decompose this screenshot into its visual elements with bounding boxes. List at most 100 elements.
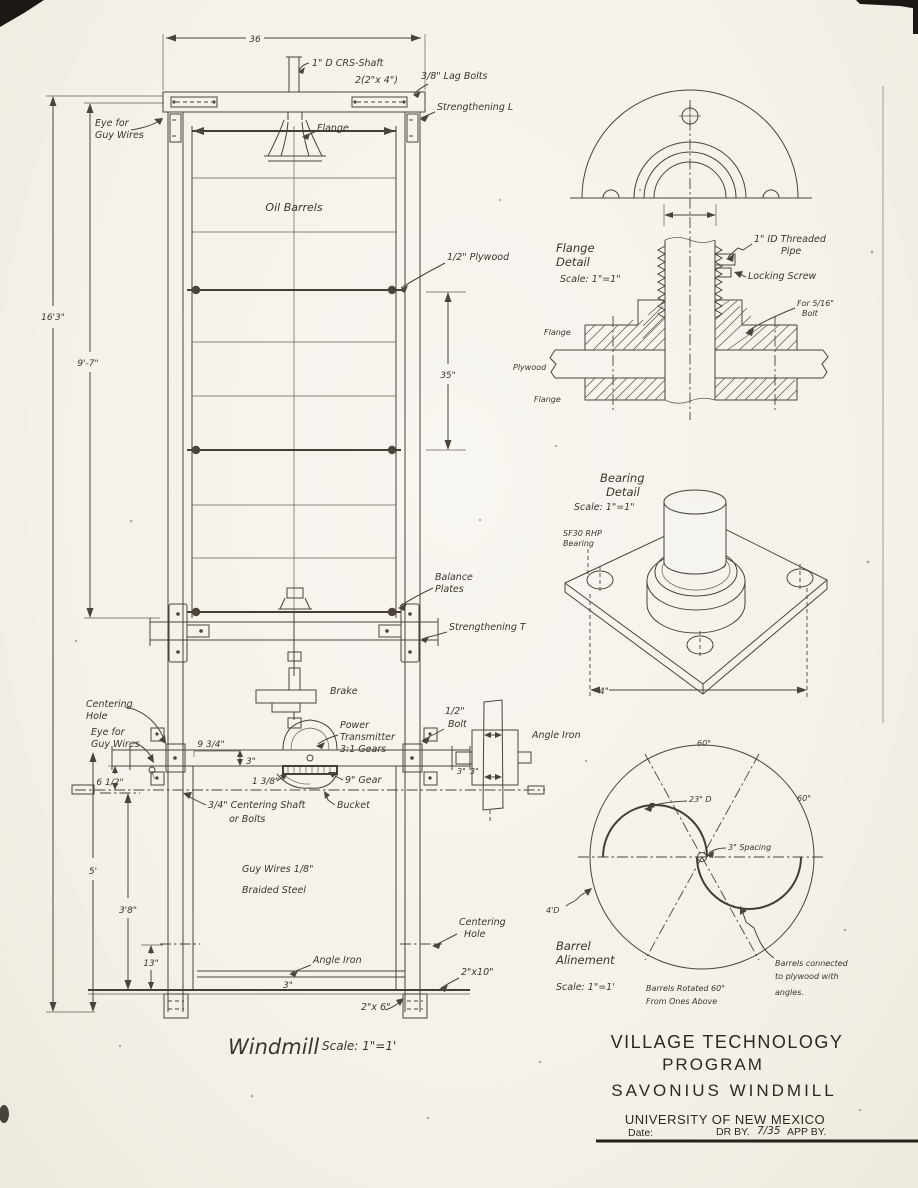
leader-strengthening-l xyxy=(420,111,436,119)
label-locking-screw: Locking Screw xyxy=(748,271,817,282)
label-3-spacing: 3" Spacing xyxy=(728,843,771,852)
label-guy-wires-1: Guy Wires 1/8" xyxy=(242,864,313,875)
note-rotated-1: Barrels Rotated 60° xyxy=(646,984,725,993)
label-eye-guy-top-2: Guy Wires xyxy=(95,130,144,141)
label-9-gear: 9" Gear xyxy=(345,775,382,786)
dim-13-label: 13" xyxy=(143,959,159,969)
label-sf30rhp: SF30 RHP xyxy=(563,529,602,538)
dim-9-7-label: 9'-7" xyxy=(77,359,98,369)
label-centering-hole-r1: Centering xyxy=(459,917,506,928)
label-flange-top: Flange xyxy=(317,123,349,134)
note-connected-2: to plywood with xyxy=(775,972,839,981)
label-balance-2: Plates xyxy=(435,584,464,595)
windmill-elevation: 36 1" D CRS-Shaft 2(2"x 4") 3/8" Lag Bol… xyxy=(41,34,581,1059)
label-crs-shaft: 1" D CRS-Shaft xyxy=(312,58,385,69)
barrel-alinement: 60° 60° 23" D 3" Spacing 4'D Barrel Alin… xyxy=(546,739,849,1006)
label-section-flange-top: Flange xyxy=(544,328,571,337)
dim-16-3: 16'3" xyxy=(41,95,163,1013)
leader-two-by-ten xyxy=(440,977,460,989)
leader-lag-bolts xyxy=(413,83,429,95)
leader-half-bolt xyxy=(422,728,445,741)
dim-3-8: 3'8" xyxy=(119,793,137,990)
angle-60-top: 60° xyxy=(697,739,711,748)
top-flange xyxy=(264,112,326,162)
paper-speckles xyxy=(74,188,874,1120)
windmill-scale: Scale: 1"=1' xyxy=(322,1039,396,1053)
label-two-by-ten: 2"x10" xyxy=(461,967,494,978)
eye-plates-top xyxy=(169,113,419,143)
leader-centering-hole xyxy=(124,706,166,742)
bearing-scale: Scale: 1"=1" xyxy=(574,502,635,513)
leader-threaded-pipe xyxy=(727,243,753,258)
drawn-by-signature: 7/35 xyxy=(757,1125,781,1137)
approved-by-label: APP BY. xyxy=(787,1126,826,1138)
dim-1-38: 1 3/8" xyxy=(252,777,279,787)
gear-and-bucket xyxy=(276,754,338,789)
dim-16-3-label: 16'3" xyxy=(41,313,65,323)
label-two-by-four: 2(2"x 4") xyxy=(355,75,398,86)
barrel-scale: Scale: 1"=1' xyxy=(556,982,615,993)
dim-angle-b: 3" xyxy=(470,767,479,776)
label-centering-hole-2: Hole xyxy=(86,711,108,722)
date-label: Date: xyxy=(628,1127,653,1139)
flange-detail: Flange Detail Scale: 1"=1" 1" ID Threade… xyxy=(513,89,834,420)
label-guy-wires-2: Braided Steel xyxy=(242,885,306,896)
dim-6-12: 6 1/2" xyxy=(96,778,123,788)
org-line-2: PROGRAM xyxy=(662,1055,764,1074)
label-for-bolt-2: Bolt xyxy=(802,309,819,318)
label-angle-iron-bottom: Angle Iron xyxy=(312,955,362,966)
top-shaft xyxy=(286,56,310,93)
label-section-plywood: Plywood xyxy=(513,363,547,372)
bearing-isometric xyxy=(564,489,828,695)
label-two-by-six: 2"x 6" xyxy=(361,1002,390,1013)
label-threaded-pipe-2: Pipe xyxy=(781,246,801,257)
dim-3-beam: 3" xyxy=(246,757,256,767)
dim-9-7: 9'-7" xyxy=(77,102,164,619)
title-block: VILLAGE TECHNOLOGY PROGRAM SAVONIUS WIND… xyxy=(596,1032,918,1143)
dim-35: 35" xyxy=(426,291,466,451)
dim-angle-a: 3" xyxy=(457,767,466,776)
label-half-bolt-2: Bolt xyxy=(448,719,468,730)
label-angle-iron-side: Angle Iron xyxy=(531,730,581,741)
bearing-detail: Bearing Detail Scale: 1"=1" SF30 RHP Bea… xyxy=(563,471,828,697)
leader-angle-iron-bottom xyxy=(290,964,312,974)
label-centering-hole-r2: Hole xyxy=(464,929,486,940)
flange-detail-title-1: Flange xyxy=(556,241,595,255)
note-connected-3: angles. xyxy=(775,988,804,997)
dim-9-34: 9 3/4" xyxy=(197,740,224,750)
tower-rails xyxy=(167,112,421,1012)
rotor-cage xyxy=(187,126,401,618)
dim-36-label: 36 xyxy=(249,35,261,45)
label-for-bolt-1: For 5/16" xyxy=(797,299,834,308)
angle-60-right: 60° xyxy=(797,794,811,803)
note-rotated-2: From Ones Above xyxy=(646,997,717,1006)
bearing-dim-4: 4" xyxy=(599,687,609,697)
label-centering-hole-1: Centering xyxy=(86,699,133,710)
leader-plywood xyxy=(400,262,446,289)
label-power-1: Power xyxy=(340,720,370,731)
top-cap-beam xyxy=(162,91,426,113)
label-4-d: 4'D xyxy=(546,906,559,915)
flange-detail-scale: Scale: 1"=1" xyxy=(560,274,621,285)
dim-3-angle: 3" xyxy=(283,981,293,991)
note-connected-1: Barrels connected xyxy=(775,959,849,968)
label-section-flange-bottom: Flange xyxy=(534,395,561,404)
lower-bay xyxy=(88,766,470,1019)
label-eye-guy-low-2: Guy Wires xyxy=(91,739,140,750)
label-sf30rhp-2: Bearing xyxy=(563,539,594,548)
label-half-plywood: 1/2" Plywood xyxy=(447,252,510,263)
angle-iron-side-view: 3" 3" xyxy=(455,699,532,823)
dim-13: 13" xyxy=(141,944,163,990)
bearing-title-1: Bearing xyxy=(600,471,645,485)
label-brake: Brake xyxy=(330,686,358,697)
leader-connected xyxy=(741,909,775,959)
label-23-d: 23" D xyxy=(689,795,712,804)
platform-beam xyxy=(111,727,471,786)
dim-5-label: 5' xyxy=(89,867,97,877)
label-lag-bolts: 3/8" Lag Bolts xyxy=(421,71,488,82)
label-bucket: Bucket xyxy=(337,800,371,811)
dim-35-label: 35" xyxy=(440,371,456,381)
flange-cross-section xyxy=(549,237,829,410)
label-oil-barrels: Oil Barrels xyxy=(265,201,322,214)
